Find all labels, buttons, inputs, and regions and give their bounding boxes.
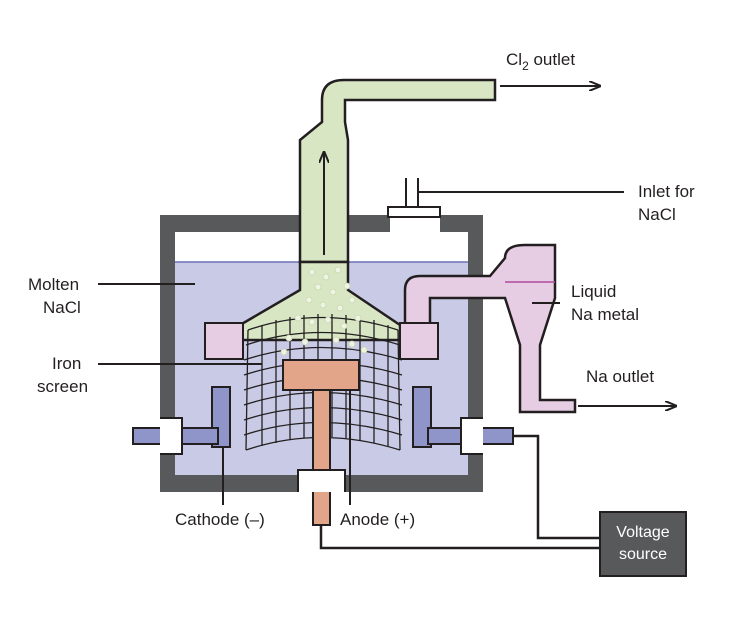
circuit-wire-anode xyxy=(319,525,600,550)
cl2-outlet-label: Cl2 outlet xyxy=(506,50,575,73)
cathode-right-port xyxy=(460,417,483,455)
inlet-label-line1: Inlet for xyxy=(638,182,695,201)
cathode-label: Cathode (–) xyxy=(175,510,265,529)
collector-ring-left xyxy=(204,322,244,360)
iron-label-line2: screen xyxy=(37,377,88,396)
voltage-source-box xyxy=(599,511,687,577)
na-outlet-label: Na outlet xyxy=(586,367,654,386)
cathode-right-plate xyxy=(412,386,432,448)
molten-label-line1: Molten xyxy=(28,275,79,294)
anode-bottom-port xyxy=(297,469,346,492)
cathode-left-port xyxy=(160,417,183,455)
iron-label-line1: Iron xyxy=(52,354,81,373)
inlet-label-line2: NaCl xyxy=(638,205,676,224)
voltage-label-line2: source xyxy=(619,546,667,563)
circuit-wire-cathode xyxy=(513,434,600,540)
liquid-label-line2: Na metal xyxy=(571,305,639,324)
molten-label-line2: NaCl xyxy=(43,298,81,317)
anode-rod xyxy=(312,389,331,526)
chlorine-bubbles xyxy=(280,266,368,356)
anode-block xyxy=(282,359,360,391)
voltage-label-line1: Voltage xyxy=(616,524,669,541)
nacl-inlet-cap xyxy=(387,206,441,218)
collector-ring-right xyxy=(399,322,439,360)
liquid-label-line1: Liquid xyxy=(571,282,616,301)
anode-label: Anode (+) xyxy=(340,510,415,529)
chlorine-chimney xyxy=(298,78,497,264)
na-collector xyxy=(403,243,577,414)
